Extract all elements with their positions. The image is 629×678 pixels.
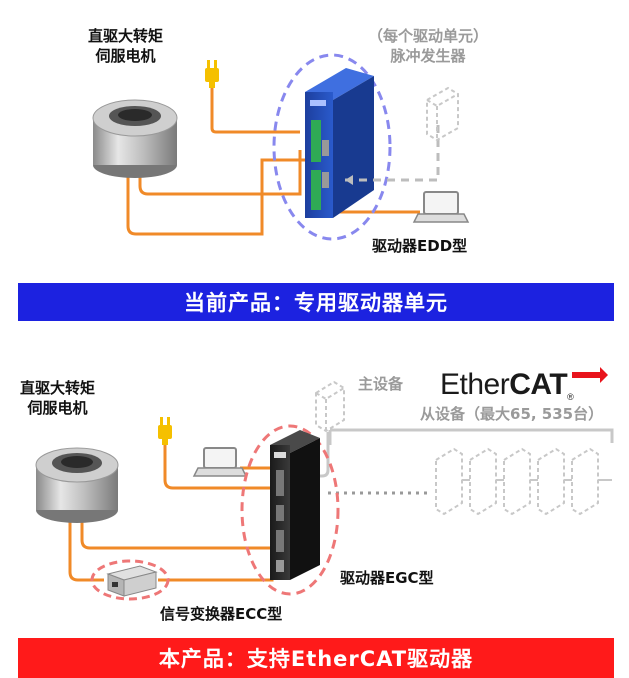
top-pulse-generator-icon [426,86,459,142]
bottom-slave-label: 从设备（最大65, 535台） [420,405,604,423]
bottom-driver-label: 驱动器EGC型 [340,569,434,587]
bottom-converter-label: 信号变换器ECC型 [160,605,283,623]
ethercat-logo-ether: Ether [440,368,510,401]
bottom-motor-cable-1 [80,520,272,550]
bottom-motor-label: 直驱大转矩 伺服电机 [20,378,95,418]
ethercat-logo: EtherCAT® [440,368,574,402]
top-laptop-icon [412,191,470,223]
bottom-banner-text: 本产品：支持EtherCAT驱动器 [158,647,474,671]
top-driver-label: 驱动器EDD型 [372,237,468,255]
bottom-motor-label-line1: 直驱大转矩 [20,379,96,397]
bottom-banner: 本产品：支持EtherCAT驱动器 [18,638,614,678]
bottom-ecc-converter [106,565,158,597]
ethercat-bus [328,428,614,445]
top-driver-highlight [272,53,392,241]
top-motor-cable-1 [138,150,302,196]
top-motor-label: 直驱大转矩 伺服电机 [88,26,163,66]
top-power-cable [210,88,300,134]
bottom-motor-label-line2: 伺服电机 [27,399,88,417]
ethercat-logo-reg: ® [567,392,574,402]
bottom-power-plug-icon [158,417,172,445]
bottom-power-cable [163,443,270,490]
bottom-motor-cable-2 [68,520,274,582]
ethercat-slave-devices [435,447,599,516]
ethercat-logo-arrows [572,367,608,383]
top-pulse-label-line2: 脉冲发生器 [390,47,466,65]
bottom-servo-motor [35,447,119,523]
top-power-plug-icon [205,60,219,88]
bottom-converter-highlight [90,559,170,601]
bottom-egc-driver [270,430,320,580]
top-edd-driver [305,68,374,218]
bottom-master-link [300,432,330,478]
bottom-master-device-icon [315,380,345,433]
top-motor-cable-2 [126,158,305,236]
top-motor-label-line1: 直驱大转矩 [88,27,164,45]
top-pulse-link [345,125,440,182]
ethercat-logo-cat: CAT [509,368,568,401]
top-banner-text: 当前产品：专用驱动器单元 [184,291,448,315]
bottom-driver-highlight [240,424,340,596]
top-banner: 当前产品：专用驱动器单元 [18,283,614,321]
top-servo-motor [92,99,178,178]
bottom-laptop-icon [192,447,248,477]
top-pulse-generator-label: （每个驱动单元） 脉冲发生器 [368,26,488,66]
top-motor-label-line2: 伺服电机 [95,47,156,65]
top-pulse-label-line1: （每个驱动单元） [368,27,489,45]
bottom-master-label: 主设备 [358,375,404,393]
